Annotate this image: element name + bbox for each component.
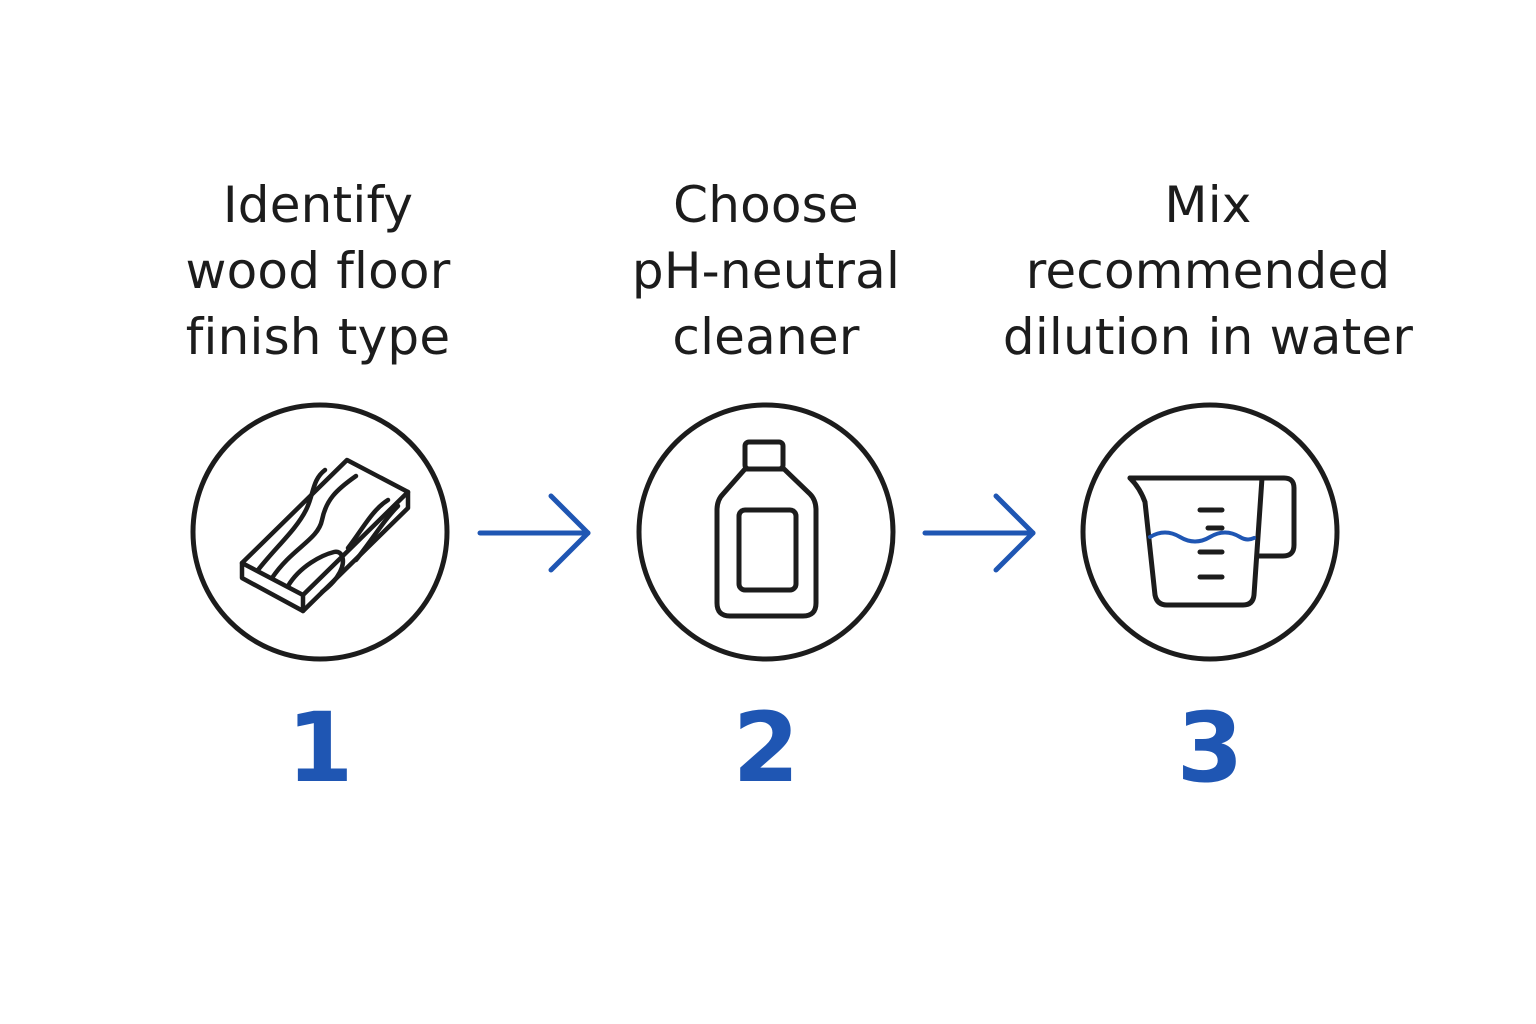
step-1-title: Identify wood floor finish type xyxy=(88,172,548,370)
step-2-title-line-2: pH-neutral xyxy=(631,242,901,300)
step-2-number: 2 xyxy=(732,692,800,804)
step-2-circle xyxy=(636,402,896,662)
step-2-node xyxy=(636,402,896,662)
arrow-right-icon xyxy=(922,493,1036,573)
water-line xyxy=(1148,530,1256,544)
step-1-title-line-2: wood floor xyxy=(185,242,451,300)
step-3-title-line-2: recommended xyxy=(1025,242,1391,300)
step-3-number: 3 xyxy=(1176,692,1244,804)
step-2-title: Choose pH-neutral cleaner xyxy=(536,172,996,370)
step-1-title-line-3: finish type xyxy=(185,308,451,366)
step-1-circle xyxy=(190,402,450,662)
step-1-title-line-1: Identify xyxy=(222,176,414,234)
step-2-title-line-3: cleaner xyxy=(672,308,860,366)
step-3-title-line-1: Mix xyxy=(1164,176,1252,234)
step-2-title-line-1: Choose xyxy=(673,176,859,234)
bottle-icon xyxy=(714,439,819,619)
wood-plank-icon xyxy=(239,457,411,614)
step-1-number: 1 xyxy=(286,692,354,804)
step-3-node xyxy=(1080,402,1340,662)
step-1-node xyxy=(190,402,450,662)
step-3-circle xyxy=(1080,402,1340,662)
step-3-title: Mix recommended dilution in water xyxy=(978,172,1438,370)
measuring-cup-icon xyxy=(1127,475,1297,608)
step-3-title-line-3: dilution in water xyxy=(1002,308,1414,366)
arrow-right-icon xyxy=(477,493,591,573)
